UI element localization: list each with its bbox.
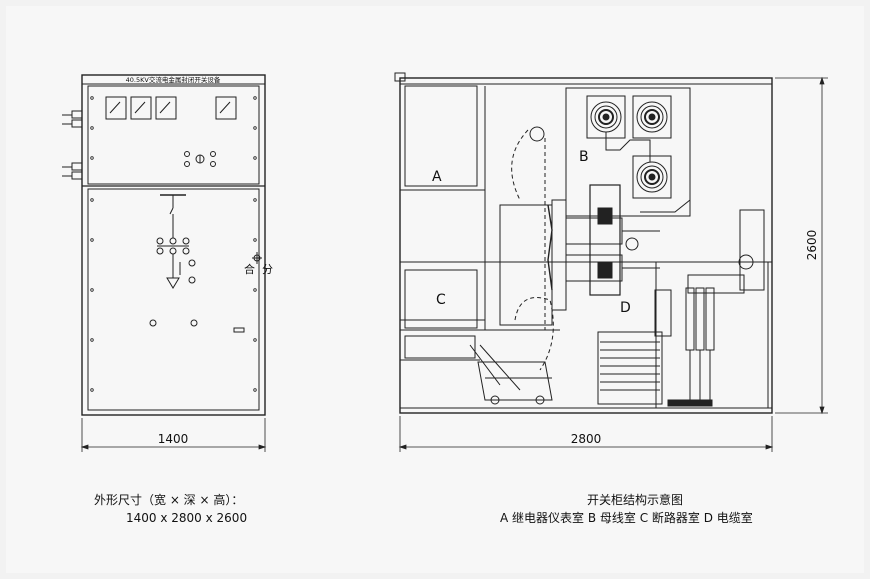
height-dimension-label: 2600 [805,230,819,261]
meter-1 [105,96,127,120]
meter-3 [155,96,177,120]
panel-rivets [90,96,257,392]
current-transformers [654,209,765,407]
width-dimension-label: 1400 [158,432,189,446]
width-dimension [80,418,267,452]
circuit-breaker [499,126,660,371]
indicator-knobs [184,151,216,167]
compartment-c [404,269,478,329]
front-view: 40.5KV交流电金属封闭开关设备 [62,74,273,452]
depth-dimension [398,416,774,452]
side-cabinet-outline [399,77,773,414]
meter-4 [215,96,237,120]
lock-hole-left [149,319,157,327]
busbar-bushings [586,95,691,213]
label-compartment-b: B [579,149,589,165]
lower-panel [87,188,260,411]
label-compartment-c: C [436,292,446,308]
structure-legend: A 继电器仪表室 B 母线室 C 断路器室 D 电缆室 [500,511,753,525]
label-slot [233,327,245,333]
dimensions-title: 外形尺寸（宽 × 深 × 高）： [94,493,244,507]
compartment-d [655,261,769,409]
mimic-diagram [156,194,196,289]
meter-group [105,96,237,120]
operating-switch [252,252,262,264]
front-cabinet-outline [81,74,266,416]
nameplate-text: 40.5KV交流电金属封闭开关设备 [126,75,221,84]
depth-dimension-label: 2800 [571,432,602,446]
switch-close-label: 合 [244,262,255,276]
upper-panel [87,85,260,185]
side-view: A B C D 2800 2600 [394,72,828,452]
meter-2 [130,96,152,120]
label-compartment-a: A [432,169,442,185]
height-dimension [775,76,828,415]
lock-hole-right [190,319,198,327]
switch-open-label: 分 [262,263,273,276]
label-compartment-d: D [620,300,631,316]
surge-arrester [597,331,663,405]
dimensions-value: 1400 x 2800 x 2600 [126,511,248,525]
breaker-truck [400,335,553,405]
drawing-sheet [6,6,864,573]
structure-title: 开关柜结构示意图 [587,493,684,507]
side-fixtures [62,110,83,180]
